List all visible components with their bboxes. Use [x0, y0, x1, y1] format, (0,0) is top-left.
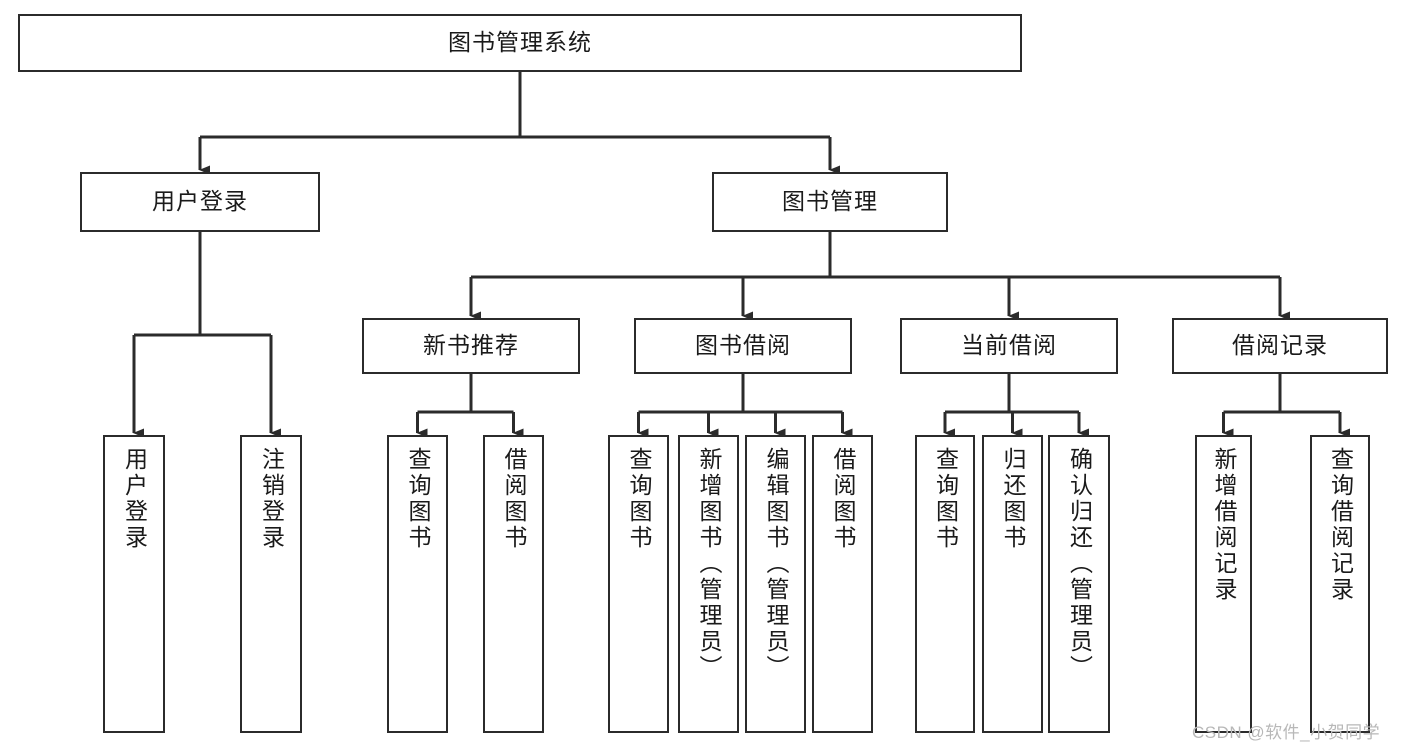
- node-leaf-query-borrow-record-label: 查询借阅记录: [1327, 447, 1354, 603]
- node-leaf-user-login[interactable]: 用户登录: [103, 435, 165, 733]
- node-leaf-borrow-book-recommend-label: 借阅图书: [501, 447, 527, 551]
- node-leaf-return-book[interactable]: 归还图书: [982, 435, 1043, 733]
- node-book-borrow-label: 图书借阅: [695, 332, 791, 359]
- node-leaf-borrow-book-recommend[interactable]: 借阅图书: [483, 435, 544, 733]
- node-leaf-query-book-current[interactable]: 查询图书: [915, 435, 975, 733]
- node-new-book-recommend-label: 新书推荐: [423, 332, 519, 359]
- node-leaf-borrow-book[interactable]: 借阅图书: [812, 435, 873, 733]
- node-leaf-query-book-current-label: 查询图书: [932, 447, 959, 551]
- node-leaf-edit-book-label: 编辑图书（管理员）: [763, 447, 789, 681]
- node-current-borrow[interactable]: 当前借阅: [900, 318, 1118, 374]
- node-user-login[interactable]: 用户登录: [80, 172, 320, 232]
- node-book-borrow[interactable]: 图书借阅: [634, 318, 852, 374]
- node-leaf-query-book-recommend[interactable]: 查询图书: [387, 435, 448, 733]
- node-leaf-add-borrow-record[interactable]: 新增借阅记录: [1195, 435, 1252, 733]
- node-leaf-add-book-label: 新增图书（管理员）: [696, 447, 722, 681]
- node-current-borrow-label: 当前借阅: [961, 332, 1057, 359]
- node-leaf-query-book-borrow-label: 查询图书: [626, 447, 652, 551]
- node-book-manage[interactable]: 图书管理: [712, 172, 948, 232]
- node-leaf-borrow-book-label: 借阅图书: [830, 447, 856, 551]
- node-book-manage-label: 图书管理: [782, 188, 878, 215]
- node-leaf-confirm-return[interactable]: 确认归还（管理员）: [1048, 435, 1110, 733]
- node-leaf-user-logout-label: 注销登录: [258, 447, 285, 551]
- node-leaf-user-logout[interactable]: 注销登录: [240, 435, 302, 733]
- node-leaf-query-book-borrow[interactable]: 查询图书: [608, 435, 669, 733]
- node-leaf-edit-book[interactable]: 编辑图书（管理员）: [745, 435, 806, 733]
- node-borrow-record-label: 借阅记录: [1232, 332, 1328, 359]
- node-user-login-label: 用户登录: [152, 188, 248, 215]
- node-leaf-add-borrow-record-label: 新增借阅记录: [1211, 447, 1237, 603]
- node-leaf-query-borrow-record[interactable]: 查询借阅记录: [1310, 435, 1370, 733]
- node-root[interactable]: 图书管理系统: [18, 14, 1022, 72]
- node-leaf-confirm-return-label: 确认归还（管理员）: [1066, 447, 1093, 681]
- node-new-book-recommend[interactable]: 新书推荐: [362, 318, 580, 374]
- node-root-label: 图书管理系统: [448, 29, 592, 56]
- node-borrow-record[interactable]: 借阅记录: [1172, 318, 1388, 374]
- node-leaf-return-book-label: 归还图书: [1000, 447, 1026, 551]
- node-leaf-user-login-label: 用户登录: [121, 447, 148, 551]
- node-leaf-add-book[interactable]: 新增图书（管理员）: [678, 435, 739, 733]
- node-leaf-query-book-recommend-label: 查询图书: [405, 447, 431, 551]
